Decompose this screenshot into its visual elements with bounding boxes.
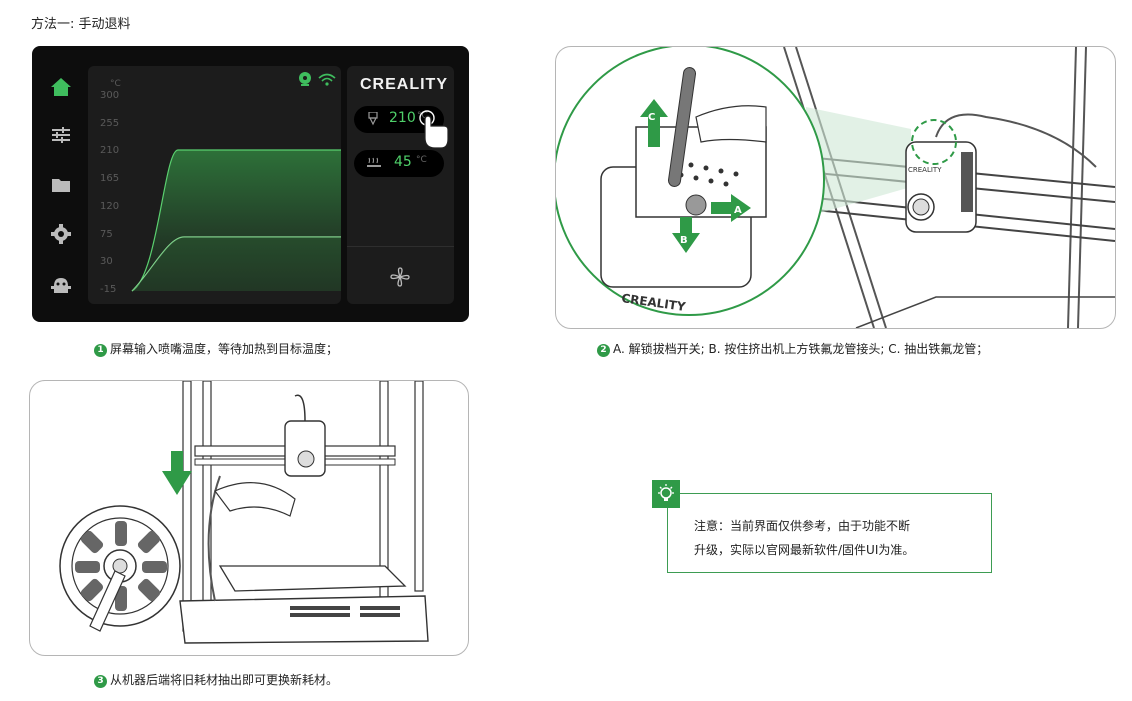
control-panel: CREALITY 210 °C 45 °C bbox=[347, 66, 454, 304]
label-b: B bbox=[680, 235, 688, 246]
caption-1-text: 屏幕输入喷嘴温度，等待加热到目标温度； bbox=[110, 342, 339, 356]
y-tick-label: 210 bbox=[100, 145, 120, 157]
toolhead-brand: CREALITY bbox=[908, 166, 942, 174]
fan-icon[interactable] bbox=[389, 266, 411, 288]
y-tick-label: 120 bbox=[100, 200, 120, 212]
bed-temp-button[interactable]: 45 °C bbox=[354, 150, 444, 177]
caption-2-text: A. 解锁拔档开关; B. 按住挤出机上方铁氟龙管接头; C. 抽出铁氟龙管； bbox=[613, 342, 989, 356]
step-number-3: 3 bbox=[94, 675, 107, 688]
printer-illustration bbox=[29, 380, 469, 656]
brand-logo: CREALITY bbox=[360, 76, 448, 93]
chart-unit-label: °C bbox=[110, 79, 121, 89]
panel-divider bbox=[347, 246, 454, 247]
folder-icon[interactable] bbox=[48, 174, 74, 196]
note-text: 注意：当前界面仅供参考，由于功能不断 升级，实际以官网最新软件/固件UI为准。 bbox=[694, 514, 984, 562]
step-number-1: 1 bbox=[94, 344, 107, 357]
printer-touchscreen: °C 300 255 210 165 120 75 30 -15 CREALITY 210 °… bbox=[32, 46, 469, 322]
label-c: C bbox=[648, 112, 655, 123]
y-tick-label: 165 bbox=[100, 173, 120, 185]
label-a: A bbox=[734, 205, 742, 216]
y-tick-label: -15 bbox=[100, 284, 117, 295]
page-heading: 方法一: 手动退料 bbox=[31, 17, 131, 32]
note-box: 注意：当前界面仅供参考，由于功能不断 升级，实际以官网最新软件/固件UI为准。 bbox=[667, 493, 992, 573]
home-icon[interactable] bbox=[48, 76, 74, 98]
temperature-chart: °C 300 255 210 165 120 75 30 -15 bbox=[88, 66, 341, 304]
nozzle-icon bbox=[368, 112, 378, 126]
y-tick-label: 75 bbox=[100, 228, 113, 240]
pointing-hand-icon bbox=[419, 110, 449, 149]
caption-3-text: 从机器后端将旧耗材抽出即可更换新耗材。 bbox=[110, 673, 339, 687]
note-line-2: 升级，实际以官网最新软件/固件UI为准。 bbox=[694, 543, 915, 557]
y-tick-label: 30 bbox=[100, 256, 113, 268]
nozzle-temp-unit: °C bbox=[417, 111, 428, 121]
robot-icon[interactable] bbox=[48, 274, 74, 296]
y-tick-label: 300 bbox=[100, 90, 120, 101]
heated-bed-icon bbox=[367, 157, 381, 167]
bed-temp-value: 45 bbox=[394, 154, 412, 170]
sliders-icon[interactable] bbox=[48, 124, 74, 146]
status-icons bbox=[299, 72, 336, 86]
lightbulb-icon bbox=[652, 480, 680, 508]
y-tick-label: 255 bbox=[100, 117, 120, 129]
extruder-illustration: CREALITY CREALITY C A B bbox=[555, 46, 1116, 329]
bed-temp-unit: °C bbox=[416, 155, 427, 165]
gear-icon[interactable] bbox=[48, 223, 74, 245]
note-line-1: 注意：当前界面仅供参考，由于功能不断 bbox=[694, 519, 911, 533]
step-number-2: 2 bbox=[597, 344, 610, 357]
nozzle-temp-value: 210 bbox=[389, 110, 416, 126]
